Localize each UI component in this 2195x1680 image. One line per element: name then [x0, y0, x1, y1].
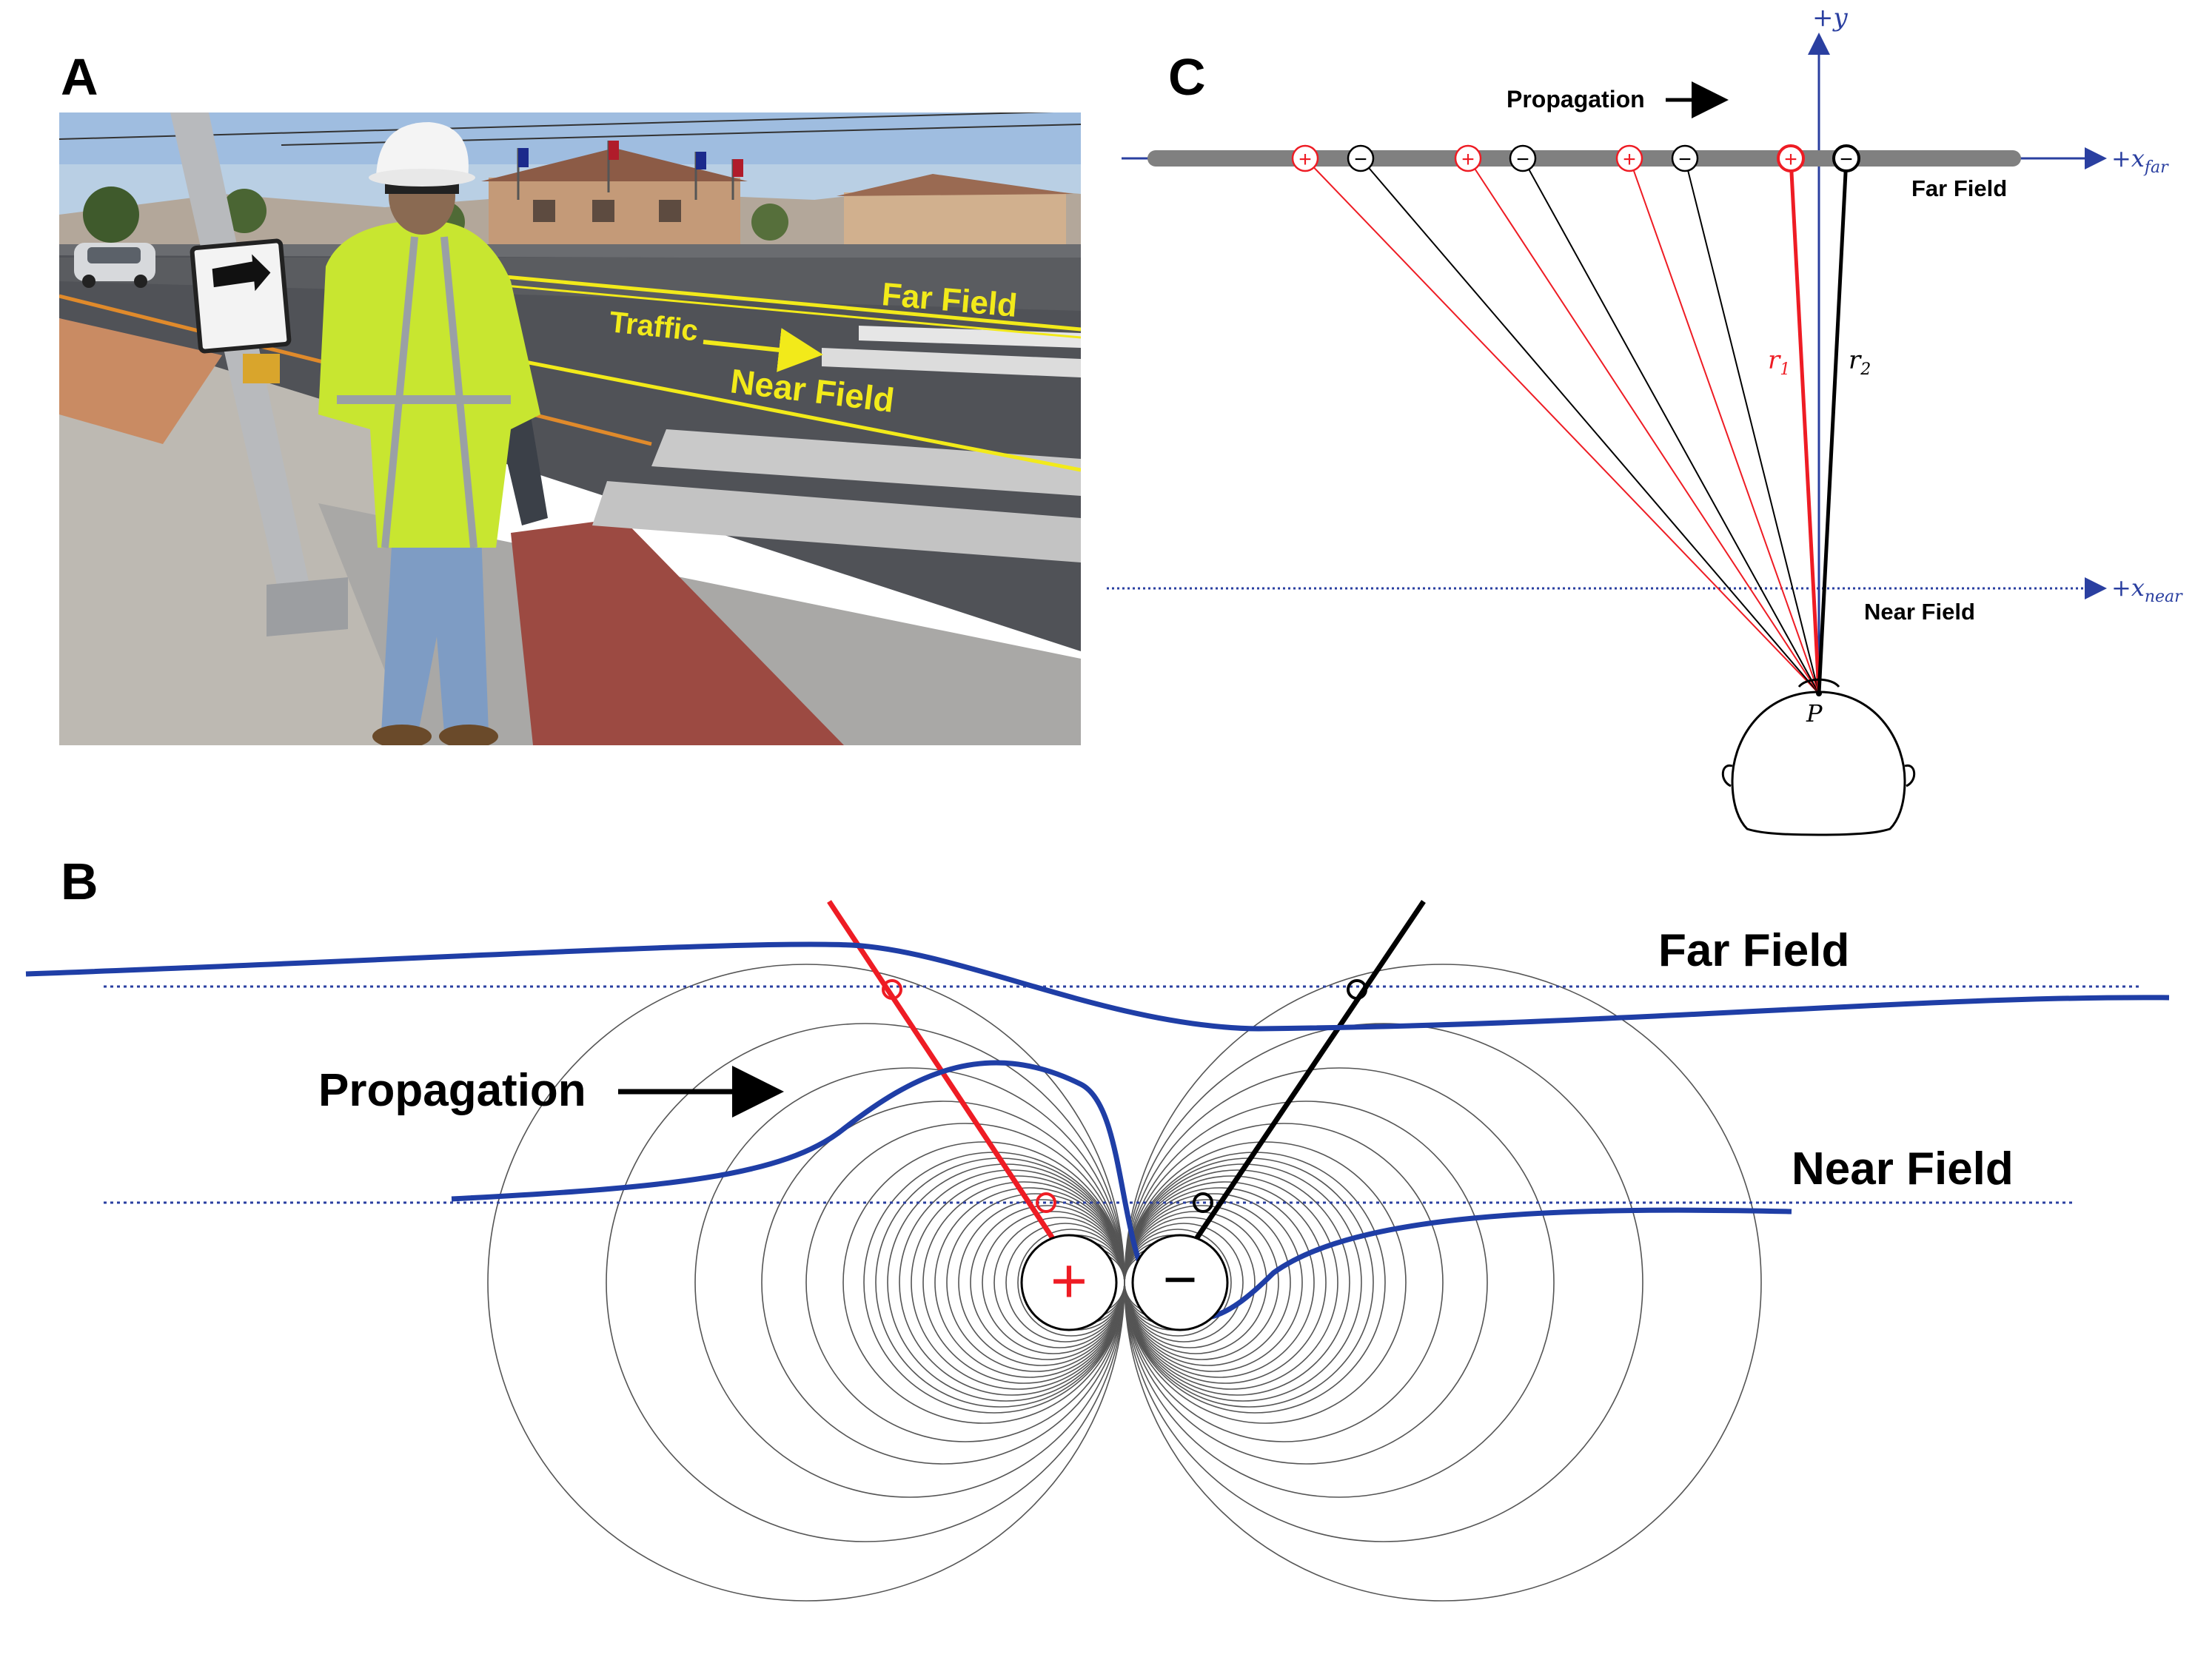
r2-line	[1360, 158, 1820, 694]
r1-line	[1629, 158, 1820, 694]
r1-line	[1467, 158, 1820, 694]
negative-charge-symbol: −	[1163, 1246, 1198, 1312]
panel-c-letter: C	[1168, 48, 1206, 106]
rod-charge-symbol: −	[1840, 147, 1853, 172]
r1-line	[1304, 158, 1820, 694]
near-field-red-marker	[1036, 1192, 1056, 1213]
panel-c: C +y +xfar +xnear + − + − + − + − Propagation F…	[1107, 3, 2183, 836]
panel-b-far-field-label: Far Field	[1658, 925, 1849, 976]
panel-c-far-field-label: Far Field	[1911, 175, 2007, 201]
positive-charge	[1020, 1234, 1118, 1331]
negative-rod-charge: −	[1671, 144, 1699, 172]
panel-c-propagation-label: Propagation	[1507, 86, 1645, 112]
far-field-red-marker	[882, 979, 902, 1000]
panel-a: A	[59, 48, 1081, 745]
positive-rod-charge: +	[1615, 144, 1643, 172]
rod-charges: + − + − + − + −	[1291, 144, 1860, 172]
nerve-fiber-rod	[1147, 150, 2021, 167]
r2-line	[1684, 158, 1820, 694]
rod-charge-symbol: +	[1461, 147, 1475, 172]
far-field-potential-curve	[25, 941, 2170, 1032]
panel-b-near-field-label: Near Field	[1792, 1143, 2014, 1195]
r2-line	[1817, 158, 1849, 694]
point-p-marker	[1816, 691, 1822, 696]
rod-charge-symbol: −	[1516, 147, 1529, 172]
panel-b: B + − Far Field Near Field Propagation	[25, 853, 2170, 1602]
negative-rod-charge: −	[1347, 144, 1375, 172]
r2-label: r2	[1849, 346, 1871, 379]
r1-label: r1	[1768, 346, 1790, 379]
panel-a-letter: A	[61, 48, 98, 106]
rod-charge-symbol: −	[1354, 147, 1367, 172]
negative-rod-charge: −	[1832, 144, 1860, 172]
positive-rod-charge: +	[1454, 144, 1482, 172]
positive-charge-symbol: +	[1050, 1246, 1088, 1317]
far-field-black-marker	[1347, 979, 1367, 1000]
panel-b-letter: B	[61, 853, 98, 910]
r1-line	[1789, 158, 1821, 694]
red-radius-line	[827, 900, 1072, 1266]
positive-rod-charge: +	[1291, 144, 1319, 172]
panel-b-propagation-label: Propagation	[318, 1065, 586, 1116]
near-field-black-marker	[1193, 1192, 1213, 1213]
rod-charge-symbol: −	[1678, 147, 1692, 172]
rod-charge-symbol: +	[1298, 147, 1312, 172]
rod-charge-symbol: +	[1623, 147, 1636, 172]
near-field-potential-curve	[451, 1060, 1792, 1321]
positive-rod-charge: +	[1777, 144, 1805, 172]
y-axis-label: +y	[1812, 3, 1848, 33]
negative-rod-charge: −	[1509, 144, 1537, 172]
x-near-axis-label: +xnear	[2111, 574, 2183, 606]
head-outline	[1721, 678, 1916, 836]
rod-charge-symbol: +	[1784, 147, 1797, 172]
dipole-field-lines	[487, 964, 1762, 1602]
point-p-label: P	[1806, 699, 1823, 728]
street-photo	[59, 112, 1081, 745]
r2-line	[1522, 158, 1820, 694]
panel-c-near-field-label: Near Field	[1864, 599, 1975, 625]
negative-charge	[1131, 1234, 1229, 1331]
black-radius-line	[1179, 900, 1426, 1263]
charge-distance-lines	[1304, 158, 1849, 694]
traffic-arrow	[703, 328, 823, 372]
field-line-circle-right	[1124, 964, 1762, 1602]
x-far-axis-label: +xfar	[2111, 144, 2169, 177]
